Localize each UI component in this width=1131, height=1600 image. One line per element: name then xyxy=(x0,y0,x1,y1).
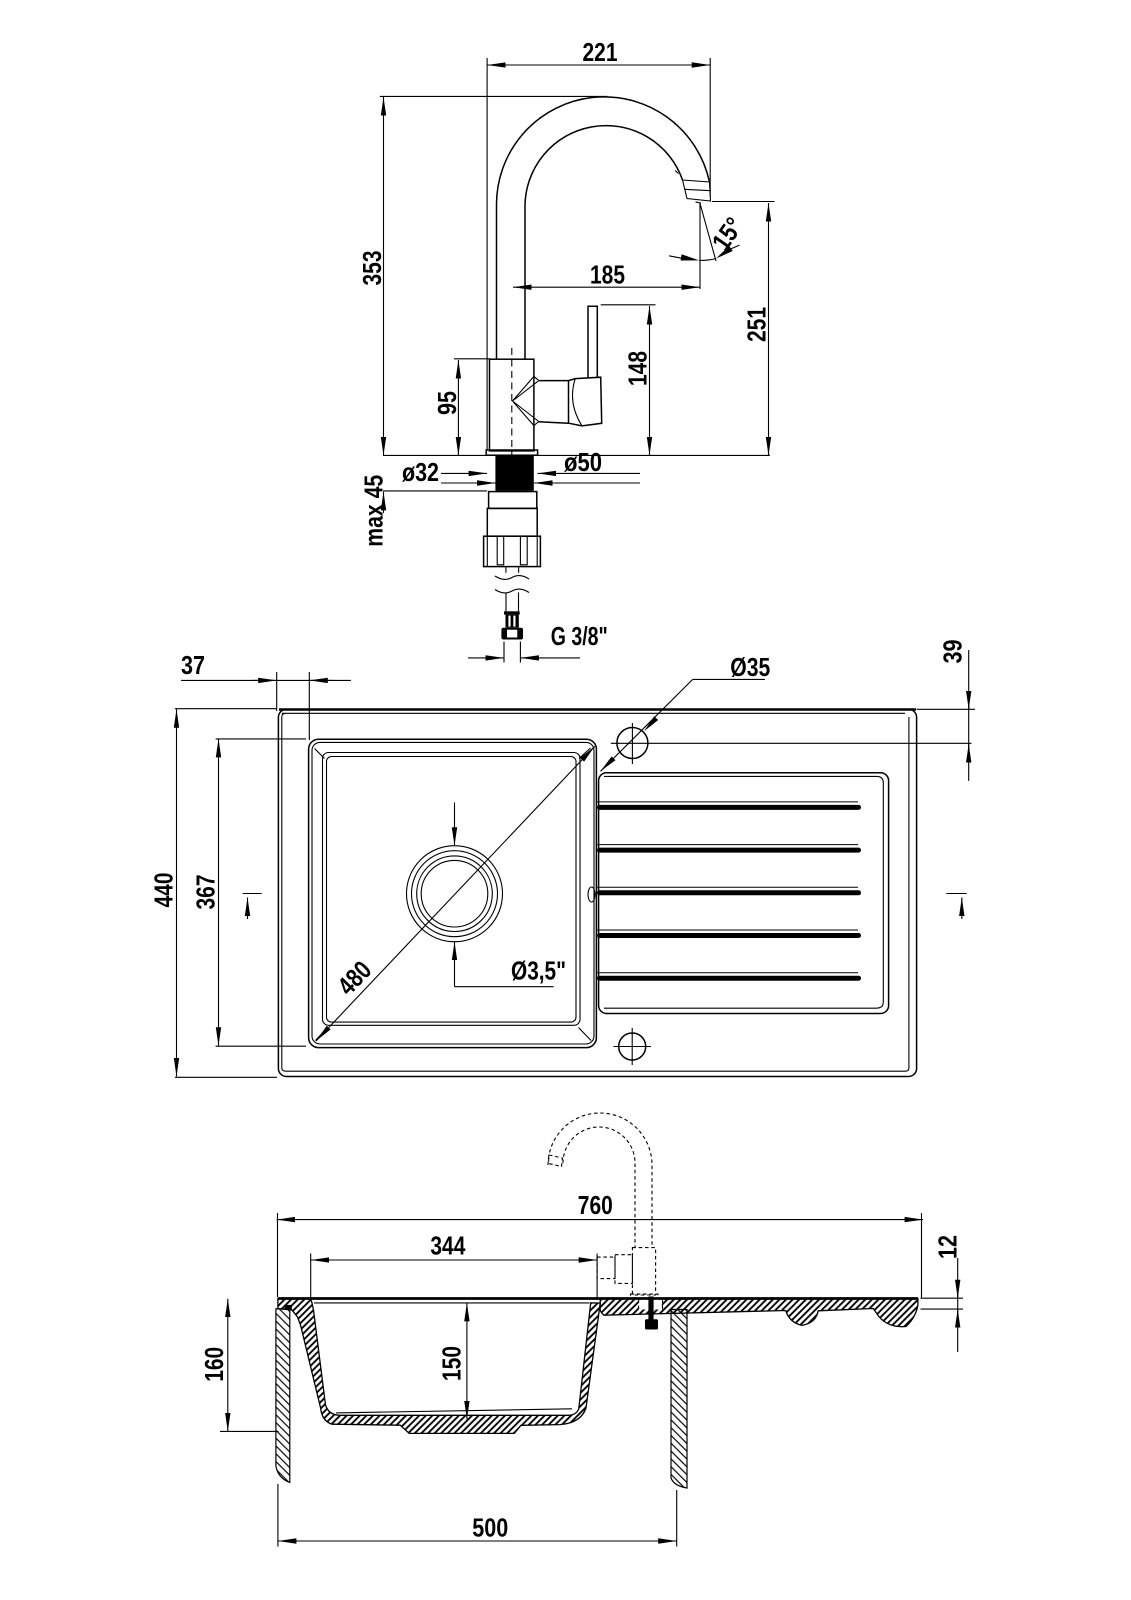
svg-text:G 3/8": G 3/8" xyxy=(551,621,608,651)
svg-text:95: 95 xyxy=(432,391,462,415)
svg-text:440: 440 xyxy=(149,873,179,908)
svg-text:150: 150 xyxy=(437,1346,467,1381)
svg-text:ø50: ø50 xyxy=(564,447,602,477)
svg-text:12: 12 xyxy=(933,1235,963,1259)
svg-text:ø32: ø32 xyxy=(402,457,439,487)
svg-text:37: 37 xyxy=(181,650,205,680)
svg-text:500: 500 xyxy=(472,1513,508,1543)
svg-text:344: 344 xyxy=(430,1231,465,1261)
svg-text:185: 185 xyxy=(590,260,625,290)
svg-text:760: 760 xyxy=(578,1190,613,1220)
svg-text:353: 353 xyxy=(357,251,387,286)
svg-text:367: 367 xyxy=(191,875,221,910)
svg-text:39: 39 xyxy=(938,640,968,664)
svg-text:160: 160 xyxy=(199,1347,229,1382)
svg-text:max 45: max 45 xyxy=(358,475,388,547)
svg-text:Ø3,5": Ø3,5" xyxy=(511,955,566,985)
svg-text:221: 221 xyxy=(583,37,618,67)
svg-text:Ø35: Ø35 xyxy=(730,652,770,682)
svg-text:251: 251 xyxy=(742,307,772,342)
svg-text:148: 148 xyxy=(623,351,653,386)
